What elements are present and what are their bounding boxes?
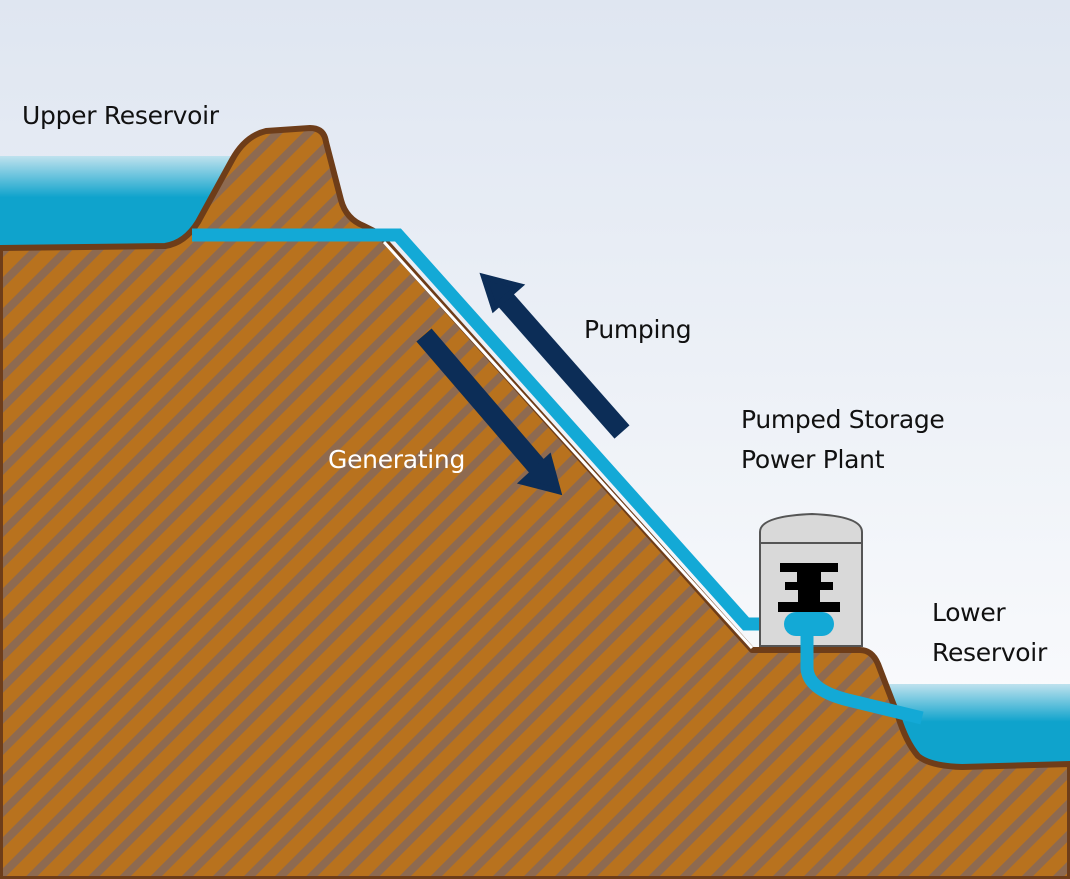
pipe-trench-highlight	[382, 240, 754, 650]
mountain-ground	[0, 125, 1070, 879]
pipe-junction	[784, 612, 834, 636]
tailrace-pipe	[800, 630, 924, 725]
lower-reservoir-label-line2: Reservoir	[932, 638, 1047, 667]
generating-label: Generating	[328, 445, 466, 474]
power-plant-label-line1: Pumped Storage	[741, 405, 945, 434]
arrow-down-right-icon	[416, 328, 563, 496]
arrow-up-left-icon	[479, 272, 630, 439]
pumping-label: Pumping	[584, 315, 692, 344]
lower-reservoir-label-line1: Lower	[932, 598, 1006, 627]
power-plant-label-line2: Power Plant	[741, 445, 885, 474]
upper-reservoir-label: Upper Reservoir	[22, 101, 219, 130]
